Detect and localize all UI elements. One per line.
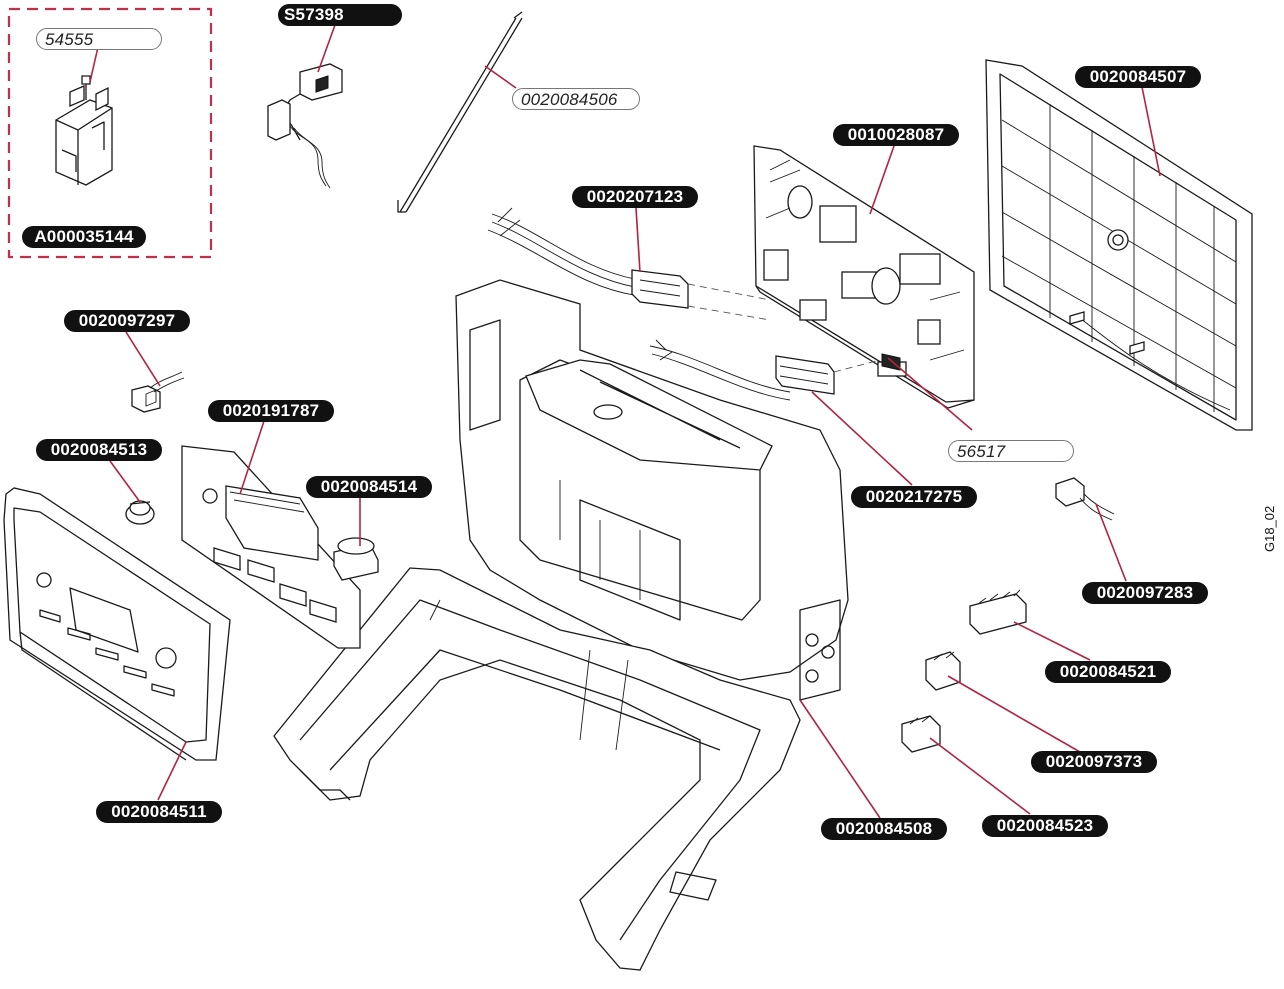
part-label-56517: 56517 — [948, 440, 1074, 462]
part-label-0020097297: 0020097297 — [64, 310, 190, 332]
front-fascia-part — [3, 487, 231, 761]
part-label-0020084521: 0020084521 — [1045, 661, 1171, 683]
knob-part — [125, 500, 155, 525]
kit-boundary-frame — [7, 7, 213, 259]
part-label-0020084513: 0020084513 — [36, 439, 162, 461]
part-label-0020097283: 0020097283 — [1082, 582, 1208, 604]
rod-part — [397, 11, 523, 213]
small-connector-part — [131, 371, 185, 413]
part-label-S57398: S57398 — [278, 4, 402, 26]
part-label-0020217275: 0020217275 — [851, 486, 977, 508]
terminal-block-2pin-part — [925, 651, 961, 691]
part-label-0020084523: 0020084523 — [982, 815, 1108, 837]
terminal-block-4pin-part — [969, 589, 1027, 635]
wired-connector-part — [1055, 477, 1115, 521]
base-frame-part — [273, 567, 801, 971]
part-label-0020084511: 0020084511 — [96, 801, 222, 823]
leader-lines — [89, 24, 1161, 819]
part-label-0020084514: 0020084514 — [306, 476, 432, 498]
terminal-block-3pin-part — [901, 715, 941, 753]
part-label-0010028087: 0010028087 — [833, 124, 959, 146]
part-label-0020097373: 0020097373 — [1031, 751, 1157, 773]
main-pcb-part — [753, 145, 975, 409]
drawing-code: G18_02 — [1262, 505, 1277, 552]
part-label-A000035144: A000035144 — [22, 226, 146, 248]
part-label-0020084508: 0020084508 — [821, 818, 947, 840]
connector-cable-part — [267, 63, 343, 189]
part-label-0020191787: 0020191787 — [208, 400, 334, 422]
screw-part — [81, 75, 91, 100]
rear-cover-panel — [985, 59, 1253, 431]
alignment-dashes-upper — [687, 283, 771, 321]
alignment-dashes-lower — [833, 359, 881, 373]
part-label-0020207123: 0020207123 — [572, 186, 698, 208]
part-label-54555: 54555 — [36, 28, 162, 50]
part-label-0020084507: 0020084507 — [1075, 66, 1201, 88]
central-housing-part — [455, 279, 849, 701]
wire-harness-upper — [487, 207, 689, 309]
part-label-0020084506: 0020084506 — [512, 88, 640, 110]
display-pcb-part — [181, 445, 361, 649]
bracket-part — [55, 85, 113, 186]
wire-harness-lower — [649, 339, 901, 401]
rotary-knob-part — [333, 537, 379, 581]
